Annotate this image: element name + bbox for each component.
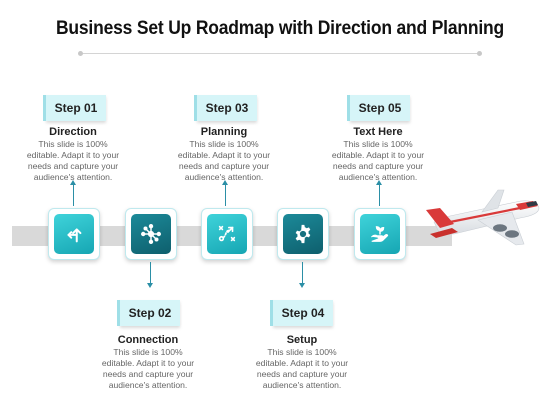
step-description-5: This slide is 100% editable. Adapt it to… xyxy=(331,139,425,182)
page-title: Business Set Up Roadmap with Direction a… xyxy=(55,18,505,39)
step-heading-1: Direction xyxy=(49,126,97,138)
connector-line-2 xyxy=(150,262,151,284)
title-divider xyxy=(80,53,480,54)
step-tile-3 xyxy=(201,208,253,260)
direction-arrows-icon xyxy=(54,214,94,254)
step-description-1: This slide is 100% editable. Adapt it to… xyxy=(26,139,120,182)
step-description-3: This slide is 100% editable. Adapt it to… xyxy=(177,139,271,182)
step-badge-5: Step 05 xyxy=(350,95,410,121)
step-tile-2 xyxy=(125,208,177,260)
strategy-plan-icon xyxy=(207,214,247,254)
step-badge-4: Step 04 xyxy=(273,300,333,326)
airplane-icon xyxy=(426,189,540,246)
connector-arrow-2 xyxy=(147,283,153,288)
connector-line-3 xyxy=(225,184,226,206)
step-tile-4 xyxy=(277,208,329,260)
step-heading-3: Planning xyxy=(200,126,248,138)
step-badge-3: Step 03 xyxy=(197,95,257,121)
step-tile-5 xyxy=(354,208,406,260)
connector-arrow-1 xyxy=(70,180,76,185)
connector-arrow-3 xyxy=(222,180,228,185)
gear-icon xyxy=(283,214,323,254)
network-hub-icon xyxy=(131,214,171,254)
hand-plant-icon xyxy=(360,214,400,254)
step-tile-1 xyxy=(48,208,100,260)
connector-arrow-4 xyxy=(299,283,305,288)
step-heading-4: Setup xyxy=(286,334,318,346)
connector-line-1 xyxy=(73,184,74,206)
step-badge-1: Step 01 xyxy=(46,95,106,121)
step-badge-2: Step 02 xyxy=(120,300,180,326)
divider-dot-right xyxy=(477,51,482,56)
step-heading-5: Text Here xyxy=(353,126,403,138)
step-description-4: This slide is 100% editable. Adapt it to… xyxy=(255,347,349,390)
connector-arrow-5 xyxy=(376,180,382,185)
step-description-2: This slide is 100% editable. Adapt it to… xyxy=(101,347,195,390)
connector-line-4 xyxy=(302,262,303,284)
connector-line-5 xyxy=(379,184,380,206)
step-heading-2: Connection xyxy=(117,334,179,346)
divider-dot-left xyxy=(78,51,83,56)
